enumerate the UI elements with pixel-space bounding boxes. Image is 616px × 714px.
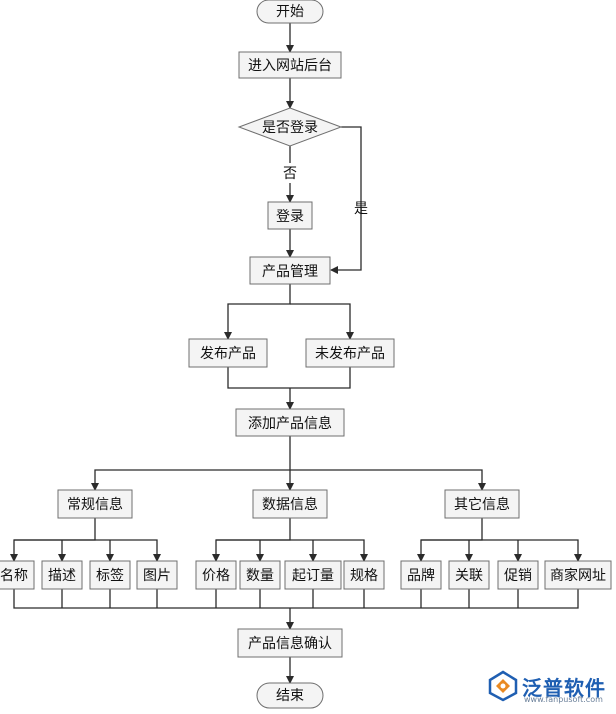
node-publish-product: 发布产品 xyxy=(188,338,268,368)
name-label: 名称 xyxy=(0,568,28,584)
fanpusoft-brand-text: 泛普软件 xyxy=(522,676,606,700)
data-info-label: 数据信息 xyxy=(262,496,318,513)
node-related: 关联 xyxy=(448,560,490,590)
node-description: 描述 xyxy=(41,560,83,590)
node-is-logged-in: 是否登录 xyxy=(237,107,343,147)
tag-label: 标签 xyxy=(96,567,124,584)
edge-to-other xyxy=(290,469,486,491)
other-info-box xyxy=(444,489,520,519)
node-spec: 规格 xyxy=(343,560,385,590)
product-mgmt-label: 产品管理 xyxy=(262,264,318,280)
edge-label-no-bg xyxy=(282,163,298,183)
node-start: 开始 xyxy=(256,0,324,24)
node-login: 登录 xyxy=(267,201,313,230)
login-label: 登录 xyxy=(276,209,304,225)
node-quantity: 数量 xyxy=(239,560,281,590)
enter-backend-label: 进入网站后台 xyxy=(248,58,332,74)
node-promotion: 促销 xyxy=(497,560,539,590)
node-data-info: 数据信息 xyxy=(252,489,328,519)
add-product-info-box xyxy=(235,408,345,437)
brand-label: 品牌 xyxy=(407,567,435,584)
confirm-product-info-label: 产品信息确认 xyxy=(248,635,332,652)
fanpusoft-url-text: www.fanpusoft.com xyxy=(524,695,603,704)
end-terminal-shape xyxy=(256,682,324,709)
decision-diamond xyxy=(237,107,343,147)
edge-unpublished-merge xyxy=(290,367,351,389)
quantity-label: 数量 xyxy=(246,568,274,584)
publish-product-box xyxy=(188,338,268,368)
spec-box xyxy=(343,560,385,590)
node-moq: 起订量 xyxy=(284,560,342,590)
edge-decision-yes xyxy=(330,126,362,274)
node-name: 名称 xyxy=(0,560,35,590)
merchant-url-box xyxy=(544,560,612,590)
node-confirm-product-info: 产品信息确认 xyxy=(237,628,343,658)
edge-publish-merge xyxy=(227,367,290,389)
node-unpublished-product: 未发布产品 xyxy=(305,338,395,368)
tag-box xyxy=(89,560,131,590)
promotion-label: 促销 xyxy=(504,568,532,584)
node-price: 价格 xyxy=(195,560,237,590)
fanpusoft-logo-icon xyxy=(488,670,518,702)
related-box xyxy=(448,560,490,590)
regular-info-box xyxy=(57,489,133,519)
image-label: 图片 xyxy=(143,568,171,584)
edge-data-to-spec xyxy=(216,539,368,562)
unpublished-product-label: 未发布产品 xyxy=(315,346,385,362)
node-other-info: 其它信息 xyxy=(444,489,520,519)
edge-label-yes: 是 xyxy=(354,201,368,217)
description-box xyxy=(41,560,83,590)
regular-info-label: 常规信息 xyxy=(67,496,123,513)
is-logged-in-label: 是否登录 xyxy=(262,120,318,136)
node-tag: 标签 xyxy=(89,560,131,590)
moq-box xyxy=(284,560,342,590)
add-product-info-label: 添加产品信息 xyxy=(248,415,332,432)
product-mgmt-box xyxy=(249,256,331,285)
edge-mgmt-to-unpublished xyxy=(290,303,354,340)
end-label: 结束 xyxy=(276,688,304,704)
node-image: 图片 xyxy=(136,560,178,590)
moq-label: 起订量 xyxy=(292,568,334,584)
start-label: 开始 xyxy=(276,4,304,20)
edge-other-to-url xyxy=(421,539,582,562)
image-box xyxy=(136,560,178,590)
edge-mgmt-to-publish xyxy=(224,284,291,340)
fanpusoft-watermark: 泛普软件 www.fanpusoft.com xyxy=(486,668,612,704)
edge-label-no-text: 否 xyxy=(283,166,297,182)
related-label: 关联 xyxy=(455,568,483,584)
promotion-box xyxy=(497,560,539,590)
connectors xyxy=(10,23,582,684)
price-label: 价格 xyxy=(202,568,230,584)
quantity-box xyxy=(239,560,281,590)
data-info-box xyxy=(252,489,328,519)
node-regular-info: 常规信息 xyxy=(57,489,133,519)
other-info-label: 其它信息 xyxy=(454,496,510,513)
unpublished-product-box xyxy=(305,338,395,368)
spec-label: 规格 xyxy=(350,568,378,584)
edge-regular-to-image xyxy=(14,539,161,562)
login-box xyxy=(267,201,313,230)
node-product-mgmt: 产品管理 xyxy=(249,256,331,285)
edge-to-regular xyxy=(91,436,291,491)
start-terminal-shape xyxy=(256,0,324,24)
node-end: 结束 xyxy=(256,682,324,709)
enter-backend-box xyxy=(238,51,342,79)
node-merchant-url: 商家网址 xyxy=(544,560,612,590)
price-box xyxy=(195,560,237,590)
description-label: 描述 xyxy=(48,568,76,584)
confirm-product-info-box xyxy=(237,628,343,658)
node-brand: 品牌 xyxy=(400,560,442,590)
merchant-url-label: 商家网址 xyxy=(550,567,606,584)
publish-product-label: 发布产品 xyxy=(200,346,256,362)
brand-box xyxy=(400,560,442,590)
node-add-product-info: 添加产品信息 xyxy=(235,408,345,437)
node-enter-backend: 进入网站后台 xyxy=(238,51,342,79)
edge-leaves-merge-bus xyxy=(13,589,579,609)
name-box xyxy=(0,560,35,590)
